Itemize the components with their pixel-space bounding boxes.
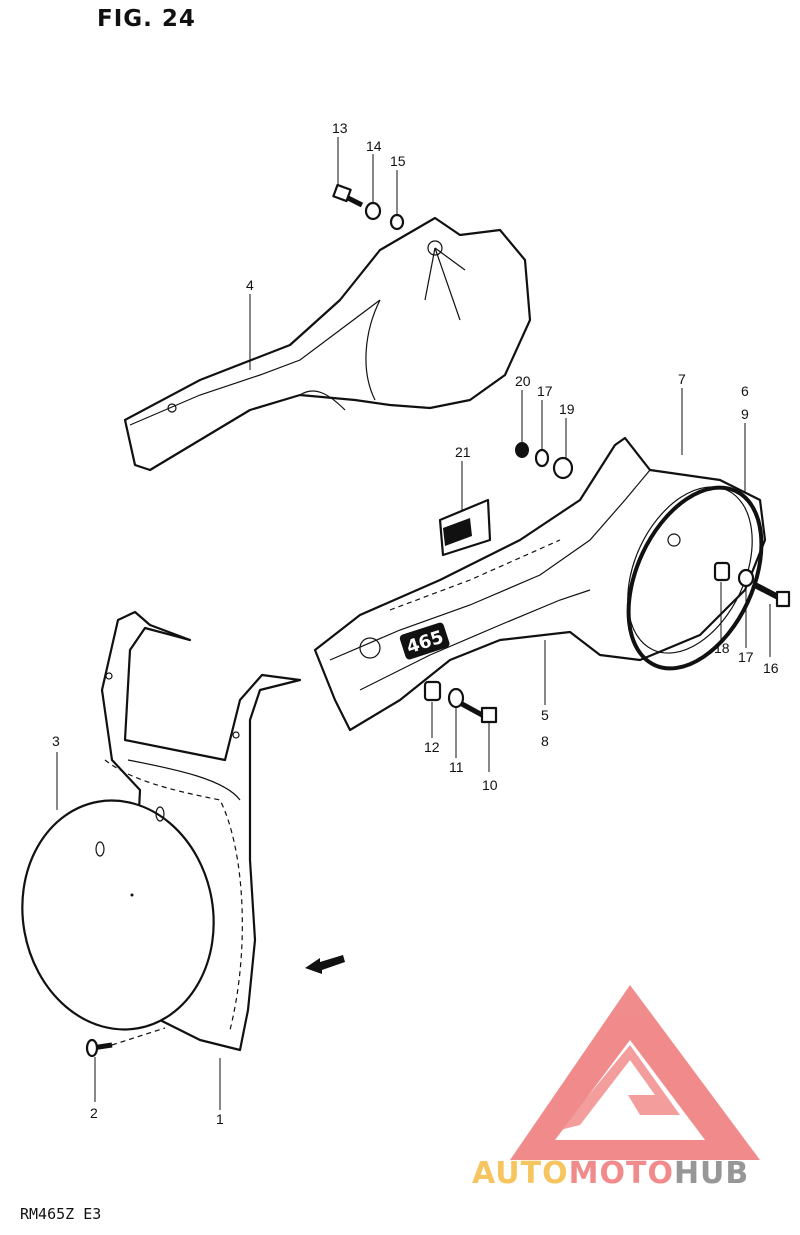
callout-19: 19 <box>559 401 575 417</box>
callout-5: 5 <box>541 707 549 723</box>
washer-11 <box>447 687 465 709</box>
callout-16: 16 <box>763 660 779 676</box>
callout-2: 2 <box>90 1105 98 1121</box>
side-cover-lower: 465 <box>313 436 767 732</box>
logo-word-moto: MOTO <box>569 1156 674 1191</box>
washer-14 <box>364 201 382 221</box>
callout-11: 11 <box>449 759 464 775</box>
screw-13 <box>332 183 364 208</box>
logo-word-auto: AUTO <box>472 1156 569 1191</box>
collar-12 <box>423 680 442 702</box>
callout-3: 3 <box>52 733 60 749</box>
washer-17-lower <box>737 568 755 588</box>
callout-10: 10 <box>482 777 498 793</box>
logo-word-hub: HUB <box>674 1156 749 1191</box>
callout-17: 17 <box>537 383 553 399</box>
figure-title: FIG. 24 <box>97 6 196 32</box>
automotohub-watermark-logo: AUTOMOTOHUB <box>472 985 760 1191</box>
grommet-19 <box>552 456 574 480</box>
rubber-seal-6 <box>626 485 764 671</box>
callout-17b: 17 <box>738 649 754 665</box>
callout-18: 18 <box>714 640 730 656</box>
callout-12: 12 <box>424 739 440 755</box>
callout-21: 21 <box>455 444 471 460</box>
front-direction-arrow-icon <box>305 955 345 974</box>
callout-4: 4 <box>246 277 254 293</box>
callout-20: 20 <box>515 373 531 389</box>
callout-8: 8 <box>541 733 549 749</box>
svg-text:AUTOMOTOHUB: AUTOMOTOHUB <box>472 1156 749 1191</box>
side-cover-upper <box>123 216 532 472</box>
callout-1: 1 <box>216 1111 224 1127</box>
nut-20 <box>515 442 529 458</box>
screw-16 <box>751 581 791 608</box>
callout-14: 14 <box>366 138 382 154</box>
collar-18 <box>713 561 731 582</box>
label-21 <box>438 498 492 557</box>
model-code: RM465Z E3 <box>20 1205 102 1223</box>
callout-9: 9 <box>741 406 749 422</box>
screw-2 <box>85 1038 113 1058</box>
callout-6: 6 <box>741 383 749 399</box>
callout-13: 13 <box>332 120 348 136</box>
callout-labels: 13 14 15 4 20 17 19 7 6 9 21 18 17 16 5 … <box>52 120 779 1127</box>
leader-lines <box>56 137 771 1110</box>
washer-17-upper <box>534 448 550 468</box>
collar-15 <box>389 213 405 231</box>
screw-10 <box>460 701 498 724</box>
callout-7: 7 <box>678 371 686 387</box>
number-plate-3 <box>21 799 215 1031</box>
callout-15: 15 <box>390 153 406 169</box>
